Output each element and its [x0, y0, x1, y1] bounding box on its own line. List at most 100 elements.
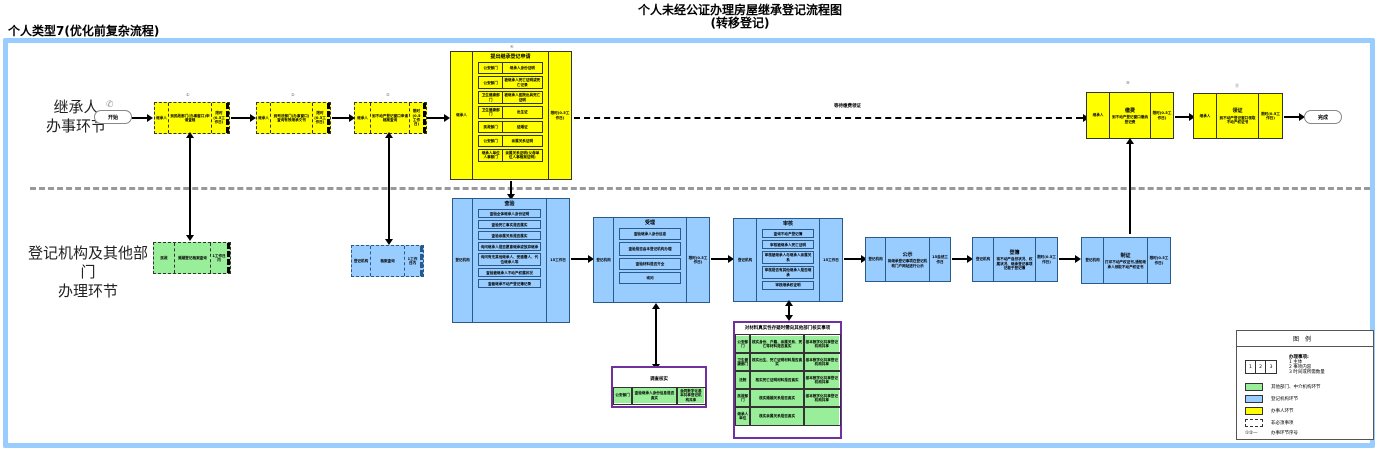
doc-name: 亲属关系证明(父母单位人事档案证明)	[505, 150, 540, 160]
step-number: ②	[291, 92, 295, 97]
step-time: 限时(0.5工作日)	[410, 103, 426, 133]
flow-arrow	[427, 114, 450, 122]
check-method: 会同数字化基本共享登记机构共享	[676, 386, 706, 405]
verify-row: 卫生健康部门核实出生、死亡证明材料是否真实基本数字化共享登记机构共享	[734, 352, 841, 372]
main-title: 个人未经公证办理房屋继承登记流程图	[637, 3, 842, 17]
verify-item: 核实出生、死亡证明材料是否真实	[749, 352, 806, 372]
lane-label-line: 办事环节	[45, 117, 106, 135]
step-content: 领证 到不动产登记窗口领取不动产权证书	[1217, 94, 1259, 138]
doc-dept: 继承人单位人事部门	[479, 149, 504, 161]
step-time: 1工作日内	[405, 246, 423, 276]
step-4-content: 提出继承登记申请 公安部门继承人身份证明 公安部门被继承人死亡证明或死亡记录 卫…	[473, 52, 549, 179]
doc-row: 民政部门结婚证	[478, 120, 543, 133]
step-time: 限时(0.5工作日)	[1152, 111, 1172, 120]
flow-arrow-up	[1126, 138, 1134, 234]
legend-entry: 其他部门、中介机构环节	[1245, 383, 1321, 391]
verify-method: 基本数字化共享登记机构共享	[803, 370, 841, 390]
legend-title: 图例	[1237, 331, 1373, 347]
certify-box: 登记机构 制证 打印不动产权证书,通知继承人领取不动产权证书 限时(0.5工作日…	[1081, 237, 1171, 284]
lane-divider	[30, 187, 1370, 190]
step-title: 缴费	[1124, 107, 1135, 114]
legend-note: 1 主体	[1289, 360, 1303, 365]
doc-name: 被继承人医院出具死亡证明	[504, 93, 541, 102]
yellow-swatch	[1245, 407, 1263, 415]
step-actor: 登记机构	[734, 219, 757, 301]
check-item: 审核被继承人死亡证明	[761, 240, 815, 250]
step-content: 制证 打印不动产权证书,通知继承人领取不动产权证书	[1104, 238, 1148, 283]
doc-row: 继承人单位人事部门亲属关系证明(父母单位人事档案证明)	[478, 148, 543, 162]
verify-dept: 公安部门	[734, 334, 752, 354]
register-box: 登记机构 登簿 将不动产自然状况、权属状况、继承登记事项记载于登记簿 限时(0.…	[972, 237, 1058, 282]
check-item: 查验亲属关系是否属实	[478, 231, 541, 241]
civil-affairs-box: 民政 婚姻登记档案查询 1工作日内	[153, 242, 231, 274]
archive-query-box: 登记机构 档案查询 1工作日内	[351, 245, 424, 277]
step-content: 缴费 到不动产登记窗口缴纳登记费	[1110, 93, 1151, 138]
doc-row: 公安部门被继承人死亡证明或死亡记录	[478, 76, 543, 90]
step-time: 15工作日	[823, 257, 839, 262]
check-item: 查看继承不动产登记簿记录	[478, 279, 541, 289]
legend-entry: 登记机构环节	[1245, 395, 1298, 403]
check-row: 公安部门 查验继承人身份信息是否真实 会同数字化基本共享登记机构共享	[612, 386, 706, 405]
flow-arrow	[711, 255, 734, 263]
bidirectional-connector	[385, 132, 393, 245]
step-actor: 继承人	[451, 52, 473, 179]
doc-name: 继承人身份证明	[509, 66, 535, 71]
verify-method: 基本数字化共享登记机构共享	[803, 334, 841, 354]
step-title: 公示	[902, 251, 913, 258]
step-time: 限时(0.5工作日)	[313, 103, 330, 133]
step-number: ①	[186, 92, 190, 97]
lane-label-line: 继承人	[53, 98, 99, 116]
step-number: ③	[386, 92, 390, 97]
verify-dept: 法院	[734, 370, 752, 390]
check-item: 审核是否有其他继承人是否继承	[761, 266, 815, 280]
police-check-table: 公安部门 查验继承人身份信息是否真实 会同数字化基本共享登记机构共享	[612, 386, 706, 405]
step-actor: 登记机构	[1082, 238, 1104, 283]
legend-label: 非必须事项	[1271, 421, 1294, 426]
verify-dept: 民政部门	[734, 388, 752, 408]
doc-name: 结婚证	[516, 124, 528, 129]
flow-arrow	[332, 114, 355, 122]
verify-row: 法院核实死亡证明材料是否真实基本数字化共享登记机构共享	[734, 370, 841, 390]
check-item: 查验全体继承人身份证明	[478, 209, 541, 219]
check-item: 查验继承人身份信息	[619, 228, 681, 241]
check-item: 查验死亡事实是否属实	[478, 220, 541, 230]
flow-arrow	[1175, 113, 1195, 121]
check-item: 询问	[619, 272, 681, 285]
verify-row: 公安部门核实身份、户籍、亲属关系、死亡等材料是否真实基本数字化共享登记机构共享	[734, 334, 841, 354]
doc-dept: 公安部门	[479, 77, 504, 89]
step-task: 到不动产登记窗口领取不动产权证书	[1219, 115, 1256, 125]
legend-label: 其他部门、中介机构环节	[1271, 385, 1321, 390]
legend-entry: 非必须事项	[1245, 419, 1294, 427]
flow-arrow	[1284, 113, 1305, 121]
step-4-box: 继承人 提出继承登记申请 公安部门继承人身份证明 公安部门被继承人死亡证明或死亡…	[450, 51, 572, 180]
check-item: 查验材料是否齐全	[619, 258, 681, 271]
step-time: 15工作日	[550, 258, 566, 263]
verify-item: 核实亲属关系是否真实	[749, 406, 806, 426]
step-time: 限时(0.5工作日)	[212, 103, 229, 133]
step-actor: 登记机构	[352, 246, 371, 276]
check-item: 询问有无其他继承人、受遗赠人、代位继承人等	[478, 253, 541, 267]
step-title: 审核	[782, 221, 793, 227]
check-item: 查验继承人身份信息是否真实	[630, 386, 679, 405]
dashed-swatch	[1245, 419, 1263, 427]
doc-row: 公安部门继承人身份证明	[478, 62, 543, 75]
doc-dept: 卫生健康部门	[479, 107, 504, 118]
verify-item: 核实婚姻关系是否真实	[749, 388, 806, 408]
step-10-box: 继承人 缴费 到不动产登记窗口缴纳登记费 限时(0.5工作日)	[1086, 92, 1174, 139]
verify-title: 对材料真实性存疑时需向其他部门核实事项	[744, 326, 831, 331]
legend-notes-title: 办理事项:	[1289, 355, 1309, 360]
flow-arrow	[571, 255, 594, 263]
check-item: 询问继承人是否愿意继承或放弃继承	[478, 242, 541, 252]
step-time: 限时(0.5工作日)	[1149, 256, 1169, 265]
start-terminal: 开始	[94, 110, 132, 124]
check-title: 调查核实	[650, 377, 668, 382]
step-time: 限时(0.5工作日)	[1261, 111, 1280, 120]
step-task: 打印不动产权证书,通知继承人领取不动产权证书	[1105, 260, 1146, 269]
step-actor: 登记机构	[594, 218, 614, 302]
step-actor: 登记机构	[973, 238, 994, 281]
step-time: 1工作日内	[211, 243, 230, 273]
verify-box: 对材料真实性存疑时需向其他部门核实事项 公安部门核实身份、户籍、亲属关系、死亡等…	[733, 321, 842, 439]
lane-label-applicant: 继承人 办事环节	[36, 98, 116, 136]
verify-row: 民政部门核实婚姻关系是否真实基本数字化共享登记机构共享	[734, 388, 841, 408]
legend-format-box: 1 2 3	[1245, 360, 1277, 374]
